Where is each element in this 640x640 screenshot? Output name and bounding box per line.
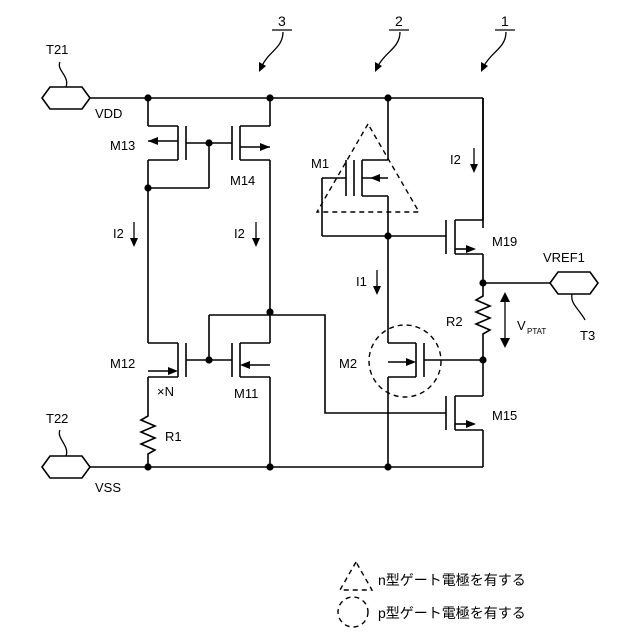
- t21-terminal: [42, 87, 90, 109]
- m2-label: M2: [339, 356, 357, 371]
- legend-circle-icon: [338, 597, 368, 627]
- i2-right-label: I2: [450, 152, 461, 167]
- vptat-arrow: [500, 292, 510, 348]
- m19-transistor: [388, 98, 483, 283]
- vptat-label: V: [517, 318, 526, 333]
- t21-label: T21: [46, 42, 68, 57]
- p-gate-circle-marker: [369, 325, 441, 397]
- m1-label: M1: [311, 156, 329, 171]
- m14-transistor: [232, 98, 270, 312]
- m2-transistor: [388, 315, 483, 467]
- m13-label: M13: [110, 138, 135, 153]
- t22-terminal: [42, 456, 90, 478]
- vdd-label: VDD: [95, 106, 122, 121]
- legend-triangle-icon: [340, 562, 372, 590]
- ref-block-3: 3: [259, 13, 292, 72]
- t3-leader: [572, 294, 585, 320]
- m12-m11-gate-net: [186, 315, 270, 360]
- vptat-subscript: PTAT: [527, 327, 546, 336]
- m11-label: M11: [234, 386, 258, 401]
- r2-label: R2: [446, 314, 463, 329]
- current-arrow-i2-left: [130, 222, 138, 247]
- t22-leader: [59, 430, 66, 456]
- current-arrow-i1: [373, 270, 381, 295]
- times-n-label: ×N: [157, 384, 174, 399]
- ref-block-1: 1: [481, 13, 515, 72]
- m12-label: M12: [110, 356, 135, 371]
- vss-label: VSS: [95, 480, 121, 495]
- r1-label: R1: [165, 429, 182, 444]
- ref-1-label: 1: [501, 13, 509, 29]
- ref-block-2: 2: [375, 13, 409, 72]
- r2-resistor: [476, 283, 490, 360]
- r1-resistor: [141, 410, 155, 467]
- m12-transistor: [148, 188, 186, 410]
- legend-circle-text: p型ゲート電極を有する: [378, 605, 526, 621]
- ref-2-label: 2: [395, 13, 403, 29]
- t3-label: T3: [580, 328, 595, 343]
- m14-label: M14: [230, 173, 255, 188]
- vdd-rail: [90, 98, 483, 228]
- m15-label: M15: [492, 408, 517, 423]
- m15-transistor: [270, 315, 483, 467]
- t21-leader: [59, 62, 66, 87]
- current-arrow-i2-right: [470, 148, 478, 173]
- i2-left-label: I2: [113, 226, 124, 241]
- i2-mid-label: I2: [234, 226, 245, 241]
- m13-transistor: [148, 98, 186, 188]
- current-arrow-i2-mid: [252, 222, 260, 247]
- i1-label: I1: [356, 274, 367, 289]
- m1-transistor: [322, 98, 388, 315]
- m13-m14-gate-net: [148, 143, 232, 188]
- legend-triangle-text: n型ゲート電極を有する: [378, 572, 526, 588]
- m19-label: M19: [492, 234, 517, 249]
- t3-terminal: [550, 272, 598, 294]
- legend: n型ゲート電極を有する p型ゲート電極を有する: [338, 562, 526, 627]
- vref1-label: VREF1: [543, 250, 585, 265]
- ref-3-label: 3: [278, 13, 286, 29]
- t22-label: T22: [46, 411, 68, 426]
- junction-dots: [144, 94, 486, 470]
- n-gate-triangle-marker: [317, 124, 419, 212]
